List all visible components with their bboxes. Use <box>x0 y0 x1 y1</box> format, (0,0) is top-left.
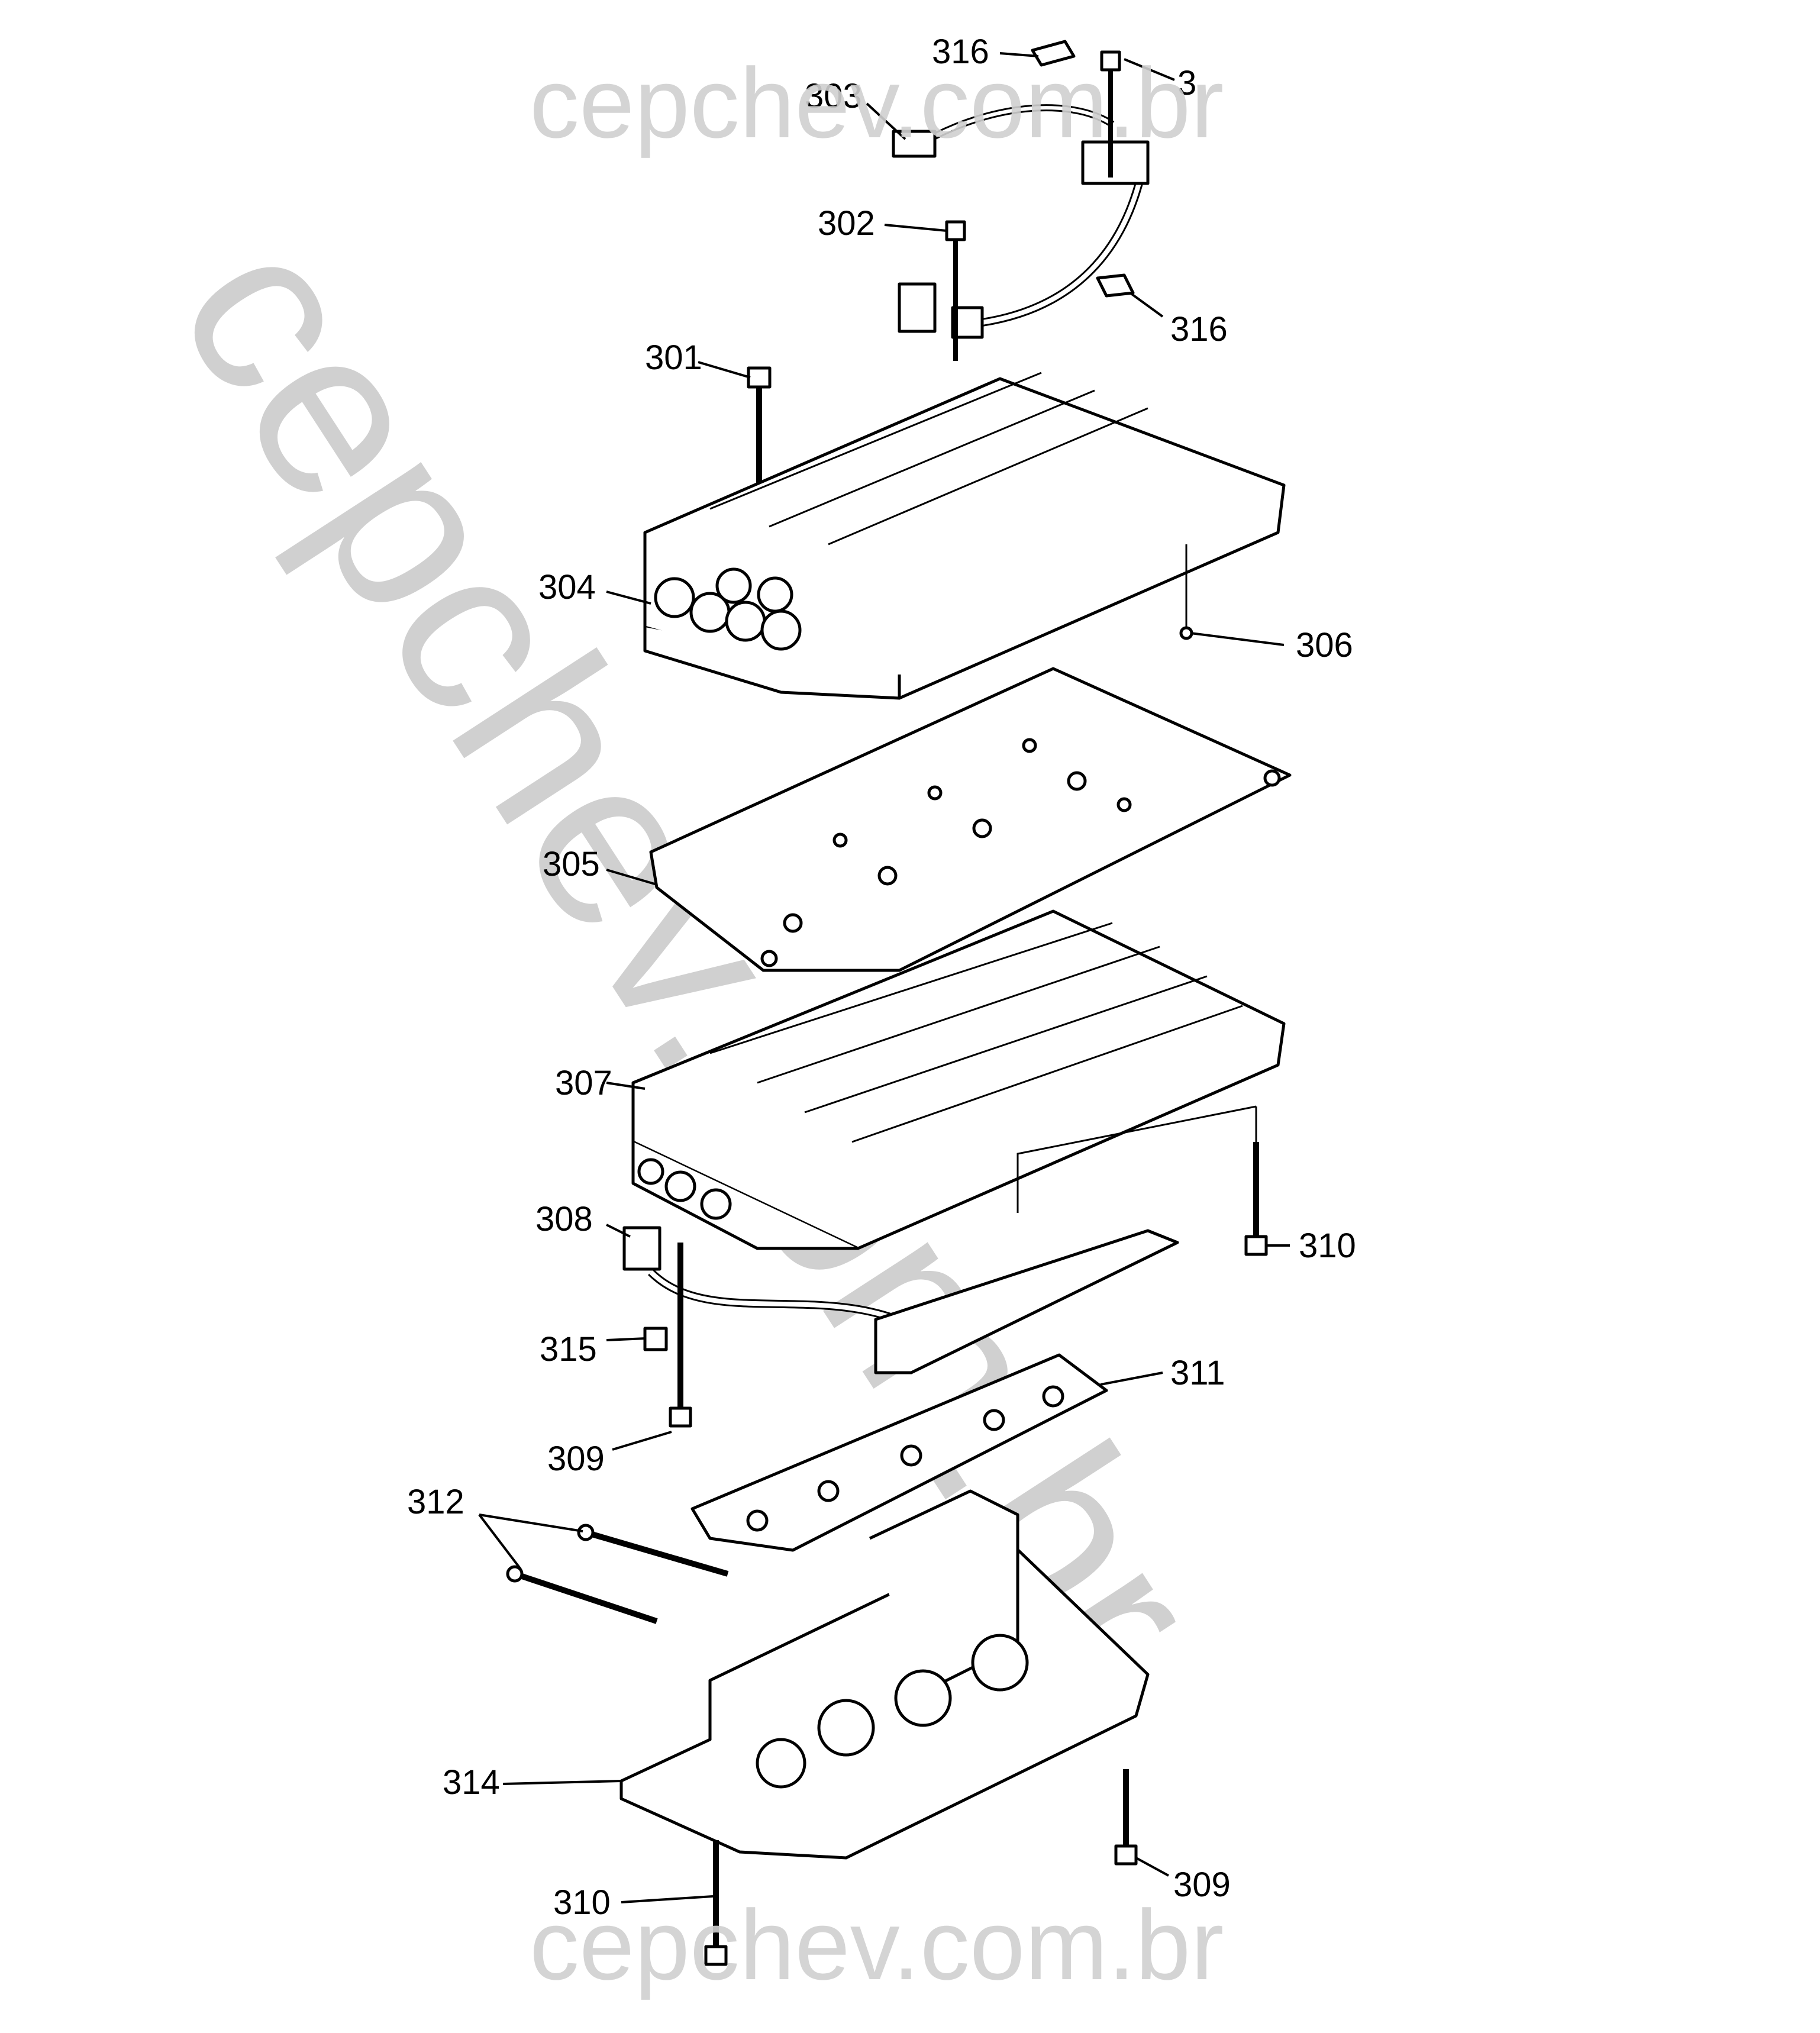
clip-316-right <box>1096 273 1135 298</box>
callout-306: 306 <box>1296 626 1353 664</box>
bolt-310-right <box>1017 1105 1268 1256</box>
control-module-314 <box>619 1489 1150 1860</box>
bolt-309-right <box>1114 1769 1138 1866</box>
callout-308: 308 <box>535 1200 593 1238</box>
callout-305: 305 <box>543 845 600 883</box>
callout-310-right: 310 <box>1299 1227 1356 1265</box>
callout-302: 302 <box>818 204 875 243</box>
bolt-310-bottom <box>704 1840 728 1966</box>
callout-307: 307 <box>555 1064 612 1102</box>
connector-308 <box>622 1226 661 1271</box>
bolt-302 <box>945 220 966 361</box>
leader-lines <box>478 52 1290 1903</box>
watermark-bottom: cepchev.com.br <box>530 1889 1224 2000</box>
callout-3-clipped: 3 <box>1177 64 1196 102</box>
harness-303 <box>892 104 1150 339</box>
callout-309-left: 309 <box>547 1440 605 1478</box>
callout-314: 314 <box>443 1763 500 1802</box>
lower-valve-body-307 <box>631 909 1286 1250</box>
clip-316-top <box>1031 40 1076 67</box>
upper-valve-body-304 <box>643 372 1286 700</box>
bolt-309-left <box>669 1243 692 1428</box>
clip-315 <box>643 1327 668 1351</box>
spacer-plate-305 <box>649 667 1292 972</box>
callout-304: 304 <box>538 568 596 606</box>
callout-310-bottom: 310 <box>553 1883 611 1922</box>
gasket-311 <box>690 1353 1108 1552</box>
callout-309-right: 309 <box>1173 1866 1231 1904</box>
callout-316-top: 316 <box>932 33 989 71</box>
pins-312 <box>506 1524 729 1624</box>
bolt-top-right <box>1100 50 1121 178</box>
callout-303: 303 <box>805 77 862 115</box>
callout-311: 311 <box>1170 1354 1225 1392</box>
callout-312: 312 <box>407 1483 464 1521</box>
callout-301: 301 <box>645 338 702 377</box>
watermark-top: cepchev.com.br <box>530 47 1224 159</box>
check-ball-306 <box>1179 544 1193 640</box>
callout-316-right: 316 <box>1170 310 1228 348</box>
callout-315: 315 <box>540 1330 597 1369</box>
